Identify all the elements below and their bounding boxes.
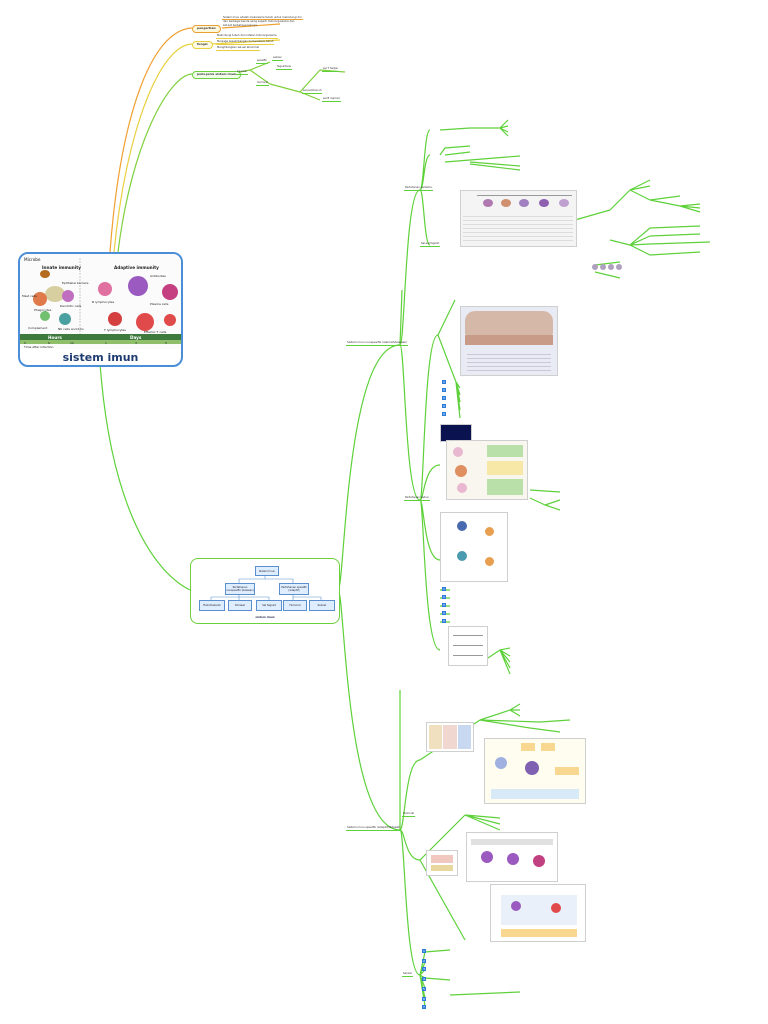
node-pengertian-text-1[interactable]: Sistem imun adalah mekanisme tubuh untuk… xyxy=(222,16,303,20)
tick-2: 12 xyxy=(70,341,74,345)
label-hours: Hours xyxy=(48,335,62,340)
central-title: sistem imun xyxy=(62,351,139,364)
number-icon: 5 xyxy=(442,619,446,623)
number-icon: 5 xyxy=(442,412,446,416)
cell-icon xyxy=(592,264,598,270)
node-jenis-8[interactable]: sel B memori xyxy=(322,97,342,102)
node-jenis-5[interactable]: fagositosis xyxy=(276,65,292,70)
label-t-lymphocytes: T lymphocytes xyxy=(104,328,126,332)
number-icon: 3 xyxy=(442,396,446,400)
label-microbe: Microbe xyxy=(24,257,41,262)
node-pengertian[interactable]: pengertian xyxy=(192,25,221,33)
central-topic[interactable]: Microbe Innate immunity Adaptive immunit… xyxy=(18,252,183,367)
label-innate-immunity: Innate immunity xyxy=(42,265,81,270)
label-adaptive-immunity: Adaptive immunity xyxy=(114,265,159,270)
image-t-cell-activation[interactable] xyxy=(490,884,586,942)
number-icon: 3 xyxy=(442,603,446,607)
node-sistem-imun-spesifik[interactable]: Sistem imun spesifik (adaptif/didapat) xyxy=(346,825,402,831)
tick-0: 0 xyxy=(24,341,26,345)
node-jenis-2[interactable]: spesifik xyxy=(256,59,268,64)
number-icon: 2 xyxy=(422,959,426,963)
label-epithelial: Epithelial barriers xyxy=(62,281,89,285)
number-icon: 2 xyxy=(442,388,446,392)
label-nk-cells: NK cells and ILCs xyxy=(58,327,84,331)
node-jenis-sistem-imun[interactable]: jenis-jenis sistem imun xyxy=(192,71,241,79)
label-plasma-cells: Plasma cells xyxy=(150,302,169,306)
org-fisik: Fisik/mekanik xyxy=(199,600,225,611)
label-b-lymphocytes: B lymphocytes xyxy=(92,300,115,304)
node-seluler[interactable]: Seluler xyxy=(402,972,413,977)
node-humoral[interactable]: Humoral xyxy=(402,812,416,817)
number-icon: 6 xyxy=(422,997,426,1001)
number-icon: 1 xyxy=(422,949,426,953)
image-cellular-response[interactable] xyxy=(466,832,558,882)
org-chart-image[interactable]: Sistem Imun Pertahanan nonspesifik (bawa… xyxy=(190,558,340,624)
node-fungsi-3[interactable]: Menghilangkan sel-sel abnormal xyxy=(216,46,261,51)
tick-3: 1 xyxy=(105,341,107,345)
image-humoral-response[interactable] xyxy=(484,738,586,804)
org-root: Sistem Imun xyxy=(255,566,279,576)
label-phagocytes: Phagocytes xyxy=(34,308,52,312)
node-jenis-7[interactable]: sel T helper xyxy=(322,67,340,72)
node-jenis-1[interactable]: bawaan xyxy=(236,70,249,75)
number-icon: 5 xyxy=(422,987,426,991)
node-sistem-imun-nonspesifik[interactable]: Sistem imun nonspesifik (alamiah/bawaan) xyxy=(346,340,409,346)
image-skin-barrier[interactable] xyxy=(460,306,558,376)
tick-1: 6 xyxy=(48,341,50,345)
label-time: Time after infection xyxy=(24,345,54,349)
node-pengertian-text-3[interactable]: zat-zat berbahaya lainnya. xyxy=(223,24,258,27)
tick-5: 5 xyxy=(165,341,167,345)
node-fungsi[interactable]: fungsi xyxy=(192,41,213,49)
org-chart-connectors xyxy=(210,575,322,600)
org-caption: sistem imun xyxy=(255,615,275,619)
image-cellular-small[interactable] xyxy=(426,850,458,876)
node-sel-fagosit[interactable]: Sel-sel fagosit xyxy=(420,242,441,247)
node-pertahanan-kedua[interactable]: Pertahanan kedua xyxy=(404,496,430,501)
label-antibodies: Antibodies xyxy=(150,274,166,278)
node-jenis-6[interactable]: sel pembunuh xyxy=(302,89,323,94)
org-humoral: Humoral xyxy=(283,600,307,611)
number-icon: 4 xyxy=(442,611,446,615)
org-seluler: Seluler xyxy=(309,600,335,611)
label-days: Days xyxy=(130,335,142,340)
tick-4: 3 xyxy=(135,341,137,345)
image-cell-types-table[interactable] xyxy=(460,190,577,247)
cell-icon xyxy=(608,264,614,270)
number-icon: 3 xyxy=(422,967,426,971)
org-fagosit: Sel fagosit xyxy=(256,600,282,611)
number-icon: 4 xyxy=(422,977,426,981)
cell-icon xyxy=(616,264,622,270)
number-icon: 7 xyxy=(422,1005,426,1009)
label-complement: Complement xyxy=(28,326,48,330)
number-icon: 1 xyxy=(442,380,446,384)
number-icon: 1 xyxy=(442,587,446,591)
node-pengertian-text-2[interactable]: dari berbagai benda asing seperti mikroo… xyxy=(223,20,295,23)
node-pertahanan-pertama[interactable]: Pertahanan pertama xyxy=(404,186,433,191)
image-antibody-photos[interactable] xyxy=(426,722,474,752)
org-nonspesifik: Pertahanan nonspesifik (bawaan) xyxy=(225,583,255,595)
org-spesifik: Pertahanan spesifik (adaptif) xyxy=(279,583,309,595)
label-mast-cells: Mast cells xyxy=(22,294,37,298)
number-icon: 4 xyxy=(442,404,446,408)
cell-icon xyxy=(600,264,606,270)
central-illustration xyxy=(20,254,181,349)
node-jenis-3[interactable]: humoral xyxy=(256,81,269,86)
org-kimiawi: Kimiawi xyxy=(228,600,252,611)
image-complement-diagram[interactable] xyxy=(448,626,488,666)
label-effector-t: Effector T cells xyxy=(144,330,167,334)
image-nk-killing[interactable] xyxy=(440,512,508,582)
node-jenis-4[interactable]: seluler xyxy=(272,56,283,61)
label-dendritic: Dendritic cells xyxy=(60,304,82,308)
node-fungsi-1[interactable]: Melindungi tubuh dari infeksi mikroorgan… xyxy=(216,34,278,39)
image-inflammation-diagram[interactable] xyxy=(446,440,528,500)
node-fungsi-2[interactable]: Menjaga keseimbangan homeostasis tubuh xyxy=(216,40,275,45)
number-icon: 2 xyxy=(442,595,446,599)
